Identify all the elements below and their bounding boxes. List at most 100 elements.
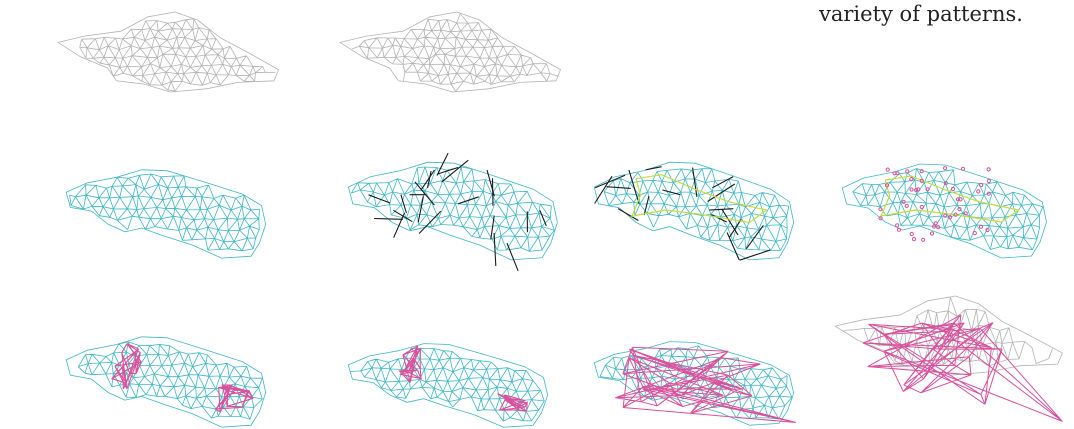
point-marker (905, 169, 910, 174)
orientation-tick (739, 249, 771, 261)
orientation-tick (617, 208, 639, 221)
orientation-tick (368, 194, 391, 204)
mesh-lines (833, 295, 1063, 376)
point-marker (960, 166, 966, 171)
patch-edges (214, 384, 254, 413)
point-marker (916, 187, 921, 192)
mesh-edges (79, 18, 276, 92)
gray-mesh-relief-a-svg (56, 11, 280, 93)
magenta-network (615, 346, 796, 423)
point-marker (972, 231, 977, 236)
panel-cyan-mesh-magenta-network (590, 338, 800, 427)
mesh-outline (65, 336, 267, 428)
orientation-tick (628, 169, 640, 204)
orientation-tick (643, 195, 650, 216)
mesh-lines (56, 11, 280, 93)
point-marker (921, 237, 926, 242)
mesh-outline (347, 343, 549, 428)
point-marker (914, 188, 919, 193)
network-edges (615, 346, 796, 423)
point-marker (901, 199, 906, 204)
point-marker (936, 225, 941, 230)
orientation-tick (745, 224, 764, 250)
magenta-patch (214, 384, 254, 413)
orientation-tick (539, 210, 547, 227)
mesh-outline (338, 11, 562, 93)
point-marker (948, 215, 953, 220)
point-marker (943, 166, 948, 171)
magenta-patch (110, 343, 142, 390)
orientation-tick (490, 215, 495, 240)
orientation-tick (692, 167, 698, 197)
gray-relief-magenta-network-svg (833, 295, 1063, 422)
mesh-lines (338, 11, 562, 93)
orientation-tick (709, 208, 734, 211)
orientation-tick (506, 242, 519, 272)
point-marker (955, 197, 961, 202)
point-marker (878, 207, 883, 212)
panel-cyan-mesh-orientation-ticks (344, 152, 564, 272)
orientation-tick (426, 170, 432, 189)
point-marker (885, 167, 890, 172)
orientation-tick (417, 196, 424, 223)
orientation-tick (606, 186, 631, 189)
mesh-outline (347, 161, 558, 261)
mesh-outline (593, 341, 795, 426)
orientation-ticks (594, 166, 771, 261)
panel-cyan-mesh-magenta-points (838, 160, 1053, 260)
magenta-points (878, 166, 991, 242)
cyan-mesh-orientation-ticks-svg (347, 152, 558, 272)
point-marker (986, 167, 991, 172)
point-marker (933, 221, 938, 226)
point-marker (943, 213, 948, 218)
point-marker (932, 224, 937, 229)
orientation-tick (729, 218, 742, 238)
mesh-lines (841, 163, 1047, 259)
cyan-mesh-magenta-network-svg (593, 341, 796, 426)
point-marker (878, 216, 883, 221)
orientation-tick (457, 196, 479, 205)
point-marker (979, 182, 984, 188)
magenta-patch (497, 393, 528, 412)
orientation-tick (711, 214, 727, 223)
point-marker (896, 227, 902, 232)
mesh-edges (351, 13, 558, 92)
orientation-tick (374, 217, 403, 220)
orientation-ticks (368, 152, 547, 272)
network-edges (862, 314, 1063, 422)
point-marker (986, 178, 991, 184)
orientation-tick (645, 166, 662, 171)
point-marker (963, 211, 968, 216)
point-marker (986, 191, 991, 196)
panel-cyan-mesh-ticks-yellow-path (590, 158, 800, 262)
point-marker (925, 187, 930, 192)
magenta-patch (398, 345, 423, 383)
panel-gray-mesh-relief-a (56, 11, 283, 93)
mesh-outline (56, 11, 280, 93)
orientation-tick (712, 176, 734, 189)
patch-edges (398, 345, 423, 383)
magenta-network (862, 314, 1063, 422)
point-marker (943, 181, 949, 186)
orientation-tick (726, 232, 740, 261)
point-marker (884, 183, 890, 188)
orientation-tick (393, 212, 406, 238)
orientation-tick (486, 169, 495, 197)
panel-cyan-mesh-magenta-patches-b (344, 340, 554, 429)
orientation-tick (436, 152, 449, 176)
point-marker (953, 212, 958, 217)
cyan-mesh-magenta-patches-b-svg (347, 343, 549, 428)
point-marker (909, 231, 914, 237)
point-marker (895, 223, 900, 228)
orientation-tick (721, 209, 739, 236)
point-marker (985, 227, 990, 233)
point-marker (958, 197, 963, 202)
orientation-tick (707, 183, 736, 202)
point-marker (909, 177, 914, 182)
point-marker (904, 203, 909, 209)
orientation-tick (493, 232, 497, 267)
orientation-tick (437, 166, 459, 175)
mesh-outline (65, 169, 267, 259)
panel-cyan-mesh-plain (62, 166, 272, 260)
yellow-path (631, 173, 768, 224)
